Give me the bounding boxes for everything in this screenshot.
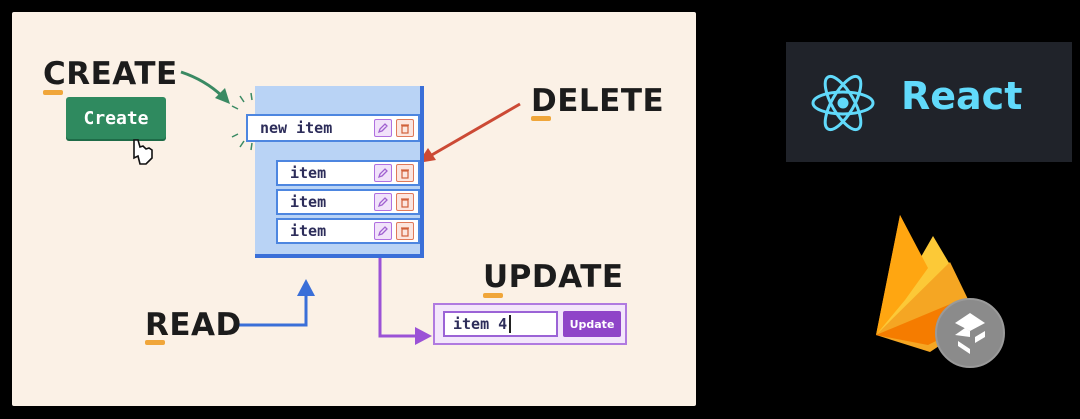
create-arrow [180,70,230,104]
create-underline [43,90,63,95]
create-button-label: Create [83,107,149,129]
update-input-value: item 4 [453,315,508,333]
create-button[interactable]: Create [66,97,166,139]
delete-label: DELETE [531,83,665,119]
update-form: item 4 Update [433,303,627,345]
list-item: item [276,160,420,186]
new-item-row: new item [246,114,420,142]
list-item-text: item [290,164,327,182]
edit-icon[interactable] [374,119,392,137]
update-input[interactable]: item 4 [443,311,558,337]
react-logo-card: React [786,42,1072,162]
read-label: READ [145,307,242,343]
trash-icon[interactable] [396,193,414,211]
trash-icon[interactable] [396,222,414,240]
delete-underline [531,116,551,121]
update-button[interactable]: Update [563,311,621,337]
react-atom-icon [811,74,875,132]
new-item-text: new item [260,119,333,137]
list-item-text: item [290,193,327,211]
trash-icon[interactable] [396,164,414,182]
read-arrow [238,279,315,327]
sparkle-lines [231,92,253,151]
update-arrow [378,250,432,345]
react-wordmark: React [901,74,1023,118]
update-label: UPDATE [483,259,624,295]
edit-icon[interactable] [374,193,392,211]
text-caret [509,315,512,333]
list-item: item [276,218,420,244]
trash-icon[interactable] [396,119,414,137]
update-button-label: Update [569,317,615,331]
list-item-text: item [290,222,327,240]
create-label: CREATE [43,56,178,92]
list-item: item [276,189,420,215]
edit-icon[interactable] [374,222,392,240]
update-underline [483,293,503,298]
read-underline [145,340,165,345]
edit-icon[interactable] [374,164,392,182]
